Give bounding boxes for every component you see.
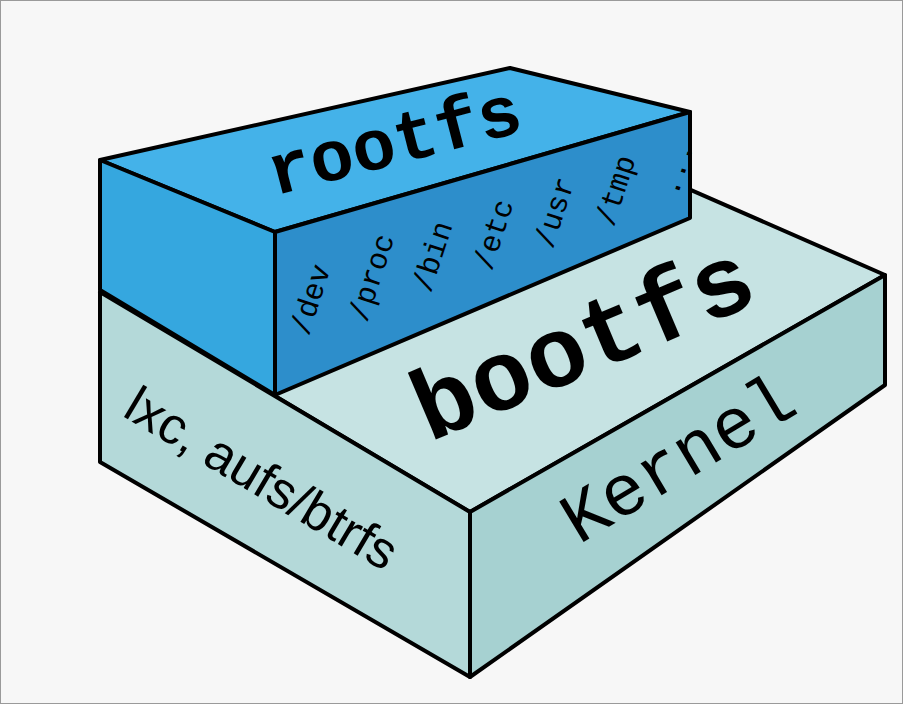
left-face <box>100 292 470 677</box>
rootfs-layer: rootfs/dev/proc/bin/etc/usr/tmp... <box>90 55 700 405</box>
